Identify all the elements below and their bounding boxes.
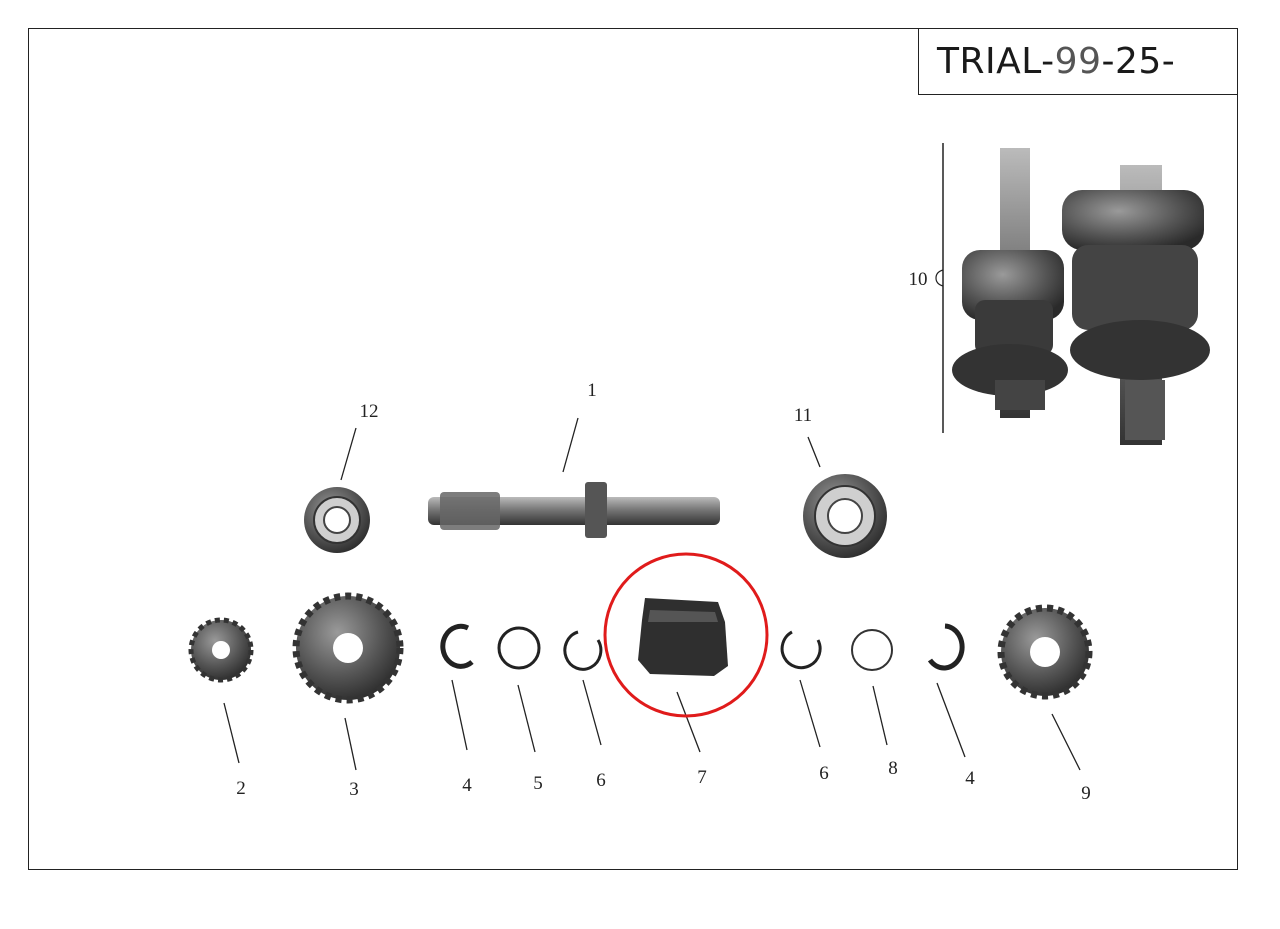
part-2-small-gear [188,617,254,683]
part-1-main-shaft [428,482,720,538]
diagram-frame [28,28,1238,870]
part-label-12: 12 [359,401,379,422]
part-label-3: 3 [349,779,359,800]
highlight-circle [603,552,769,718]
part-label-4-left: 4 [462,775,472,796]
part-4-snap-ring-right [927,623,965,671]
part-7-bushing [638,598,728,676]
part-label-5: 5 [533,773,543,794]
part-8-ring [851,629,893,671]
part-9-gear [997,604,1093,700]
leader-lines [223,417,1081,771]
part-label-10: 10 [908,269,928,290]
part-label-6-right: 6 [819,763,829,784]
part-label-11: 11 [793,405,813,426]
part-6-ring-right [780,630,822,670]
title-prefix: TRIAL- [937,41,1055,82]
part-label-2: 2 [236,778,246,799]
title-box: TRIAL-99 -25- [918,28,1238,95]
part-label-8: 8 [888,758,898,779]
part-6-ring-left [563,630,603,671]
title-page: -25- [1101,41,1176,82]
part-3-large-gear [292,592,404,704]
part-label-6-left: 6 [596,770,606,791]
title-model: 99 [1054,41,1102,82]
part-label-7: 7 [697,767,707,788]
part-4-snap-ring-left [440,623,474,669]
part-12-bearing [304,487,370,553]
part-10-gearbox-assembly [935,143,1210,445]
part-label-4-right: 4 [965,768,975,789]
part-label-1: 1 [587,380,597,401]
part-label-9: 9 [1081,783,1091,804]
part-11-bearing [803,474,887,558]
part-5-ring [497,626,541,670]
